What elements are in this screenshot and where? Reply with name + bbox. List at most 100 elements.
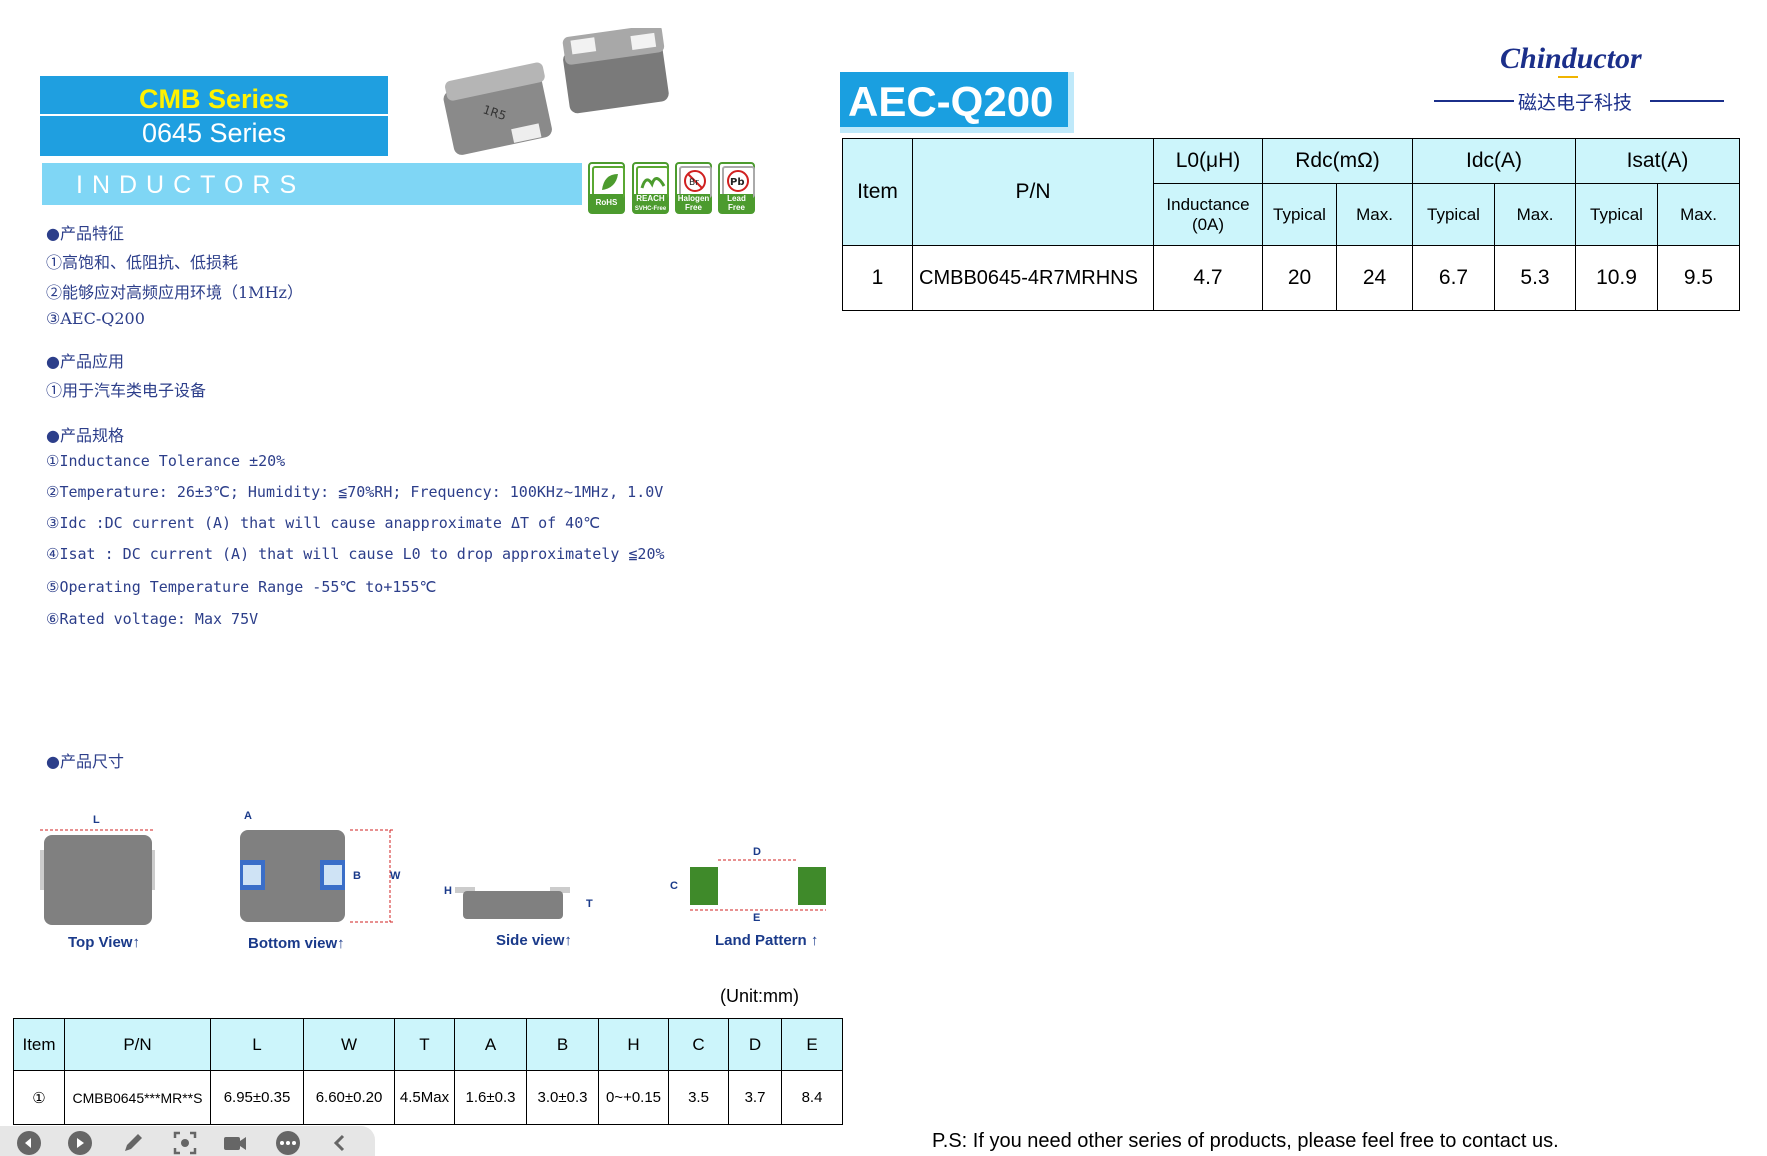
header-idc: Idc(A) — [1412, 138, 1576, 184]
aec-q200-label: AEC-Q200 — [848, 78, 1054, 125]
dim-header: W — [303, 1018, 395, 1071]
dim-header: E — [781, 1018, 843, 1071]
dimension-heading: ●产品尺寸 — [46, 752, 124, 771]
dim-cell: 3.7 — [728, 1070, 782, 1125]
application-heading: ●产品应用 — [46, 352, 124, 371]
subheader-max: Max. — [1657, 183, 1740, 246]
header-pn: P/N — [912, 138, 1154, 246]
dim-label-b: B — [353, 870, 361, 882]
side-view-diagram: H T — [444, 885, 593, 919]
subheader-inductance-unit: (0A) — [1191, 214, 1225, 234]
feature-item: ③AEC-Q200 — [46, 309, 145, 328]
series-banner: CMB Series 0645 Series — [40, 76, 388, 156]
subheader-inductance: Inductance(0A) — [1153, 183, 1263, 246]
svg-text:1R5: 1R5 — [481, 102, 508, 123]
cell-idc-max: 5.3 — [1494, 245, 1576, 311]
subheader-max: Max. — [1336, 183, 1413, 246]
dim-header: Item — [13, 1018, 65, 1071]
lead-label: Lead — [727, 194, 746, 203]
dim-label-w: W — [390, 870, 401, 882]
dim-cell: 4.5Max — [394, 1070, 455, 1125]
dim-cell: 1.6±0.3 — [454, 1070, 527, 1125]
lead-label-2: Free — [728, 203, 745, 212]
previous-icon[interactable] — [16, 1130, 42, 1156]
series-subtitle: 0645 Series — [141, 118, 287, 148]
dim-label-a: A — [244, 810, 252, 822]
subheader-max: Max. — [1494, 183, 1576, 246]
dimension-diagrams: L A B W H T D C E — [40, 810, 826, 925]
subheader-typical: Typical — [1412, 183, 1495, 246]
rohs-badge: RoHS — [588, 162, 625, 214]
dim-label-h: H — [444, 885, 452, 897]
dim-cell: ① — [13, 1070, 65, 1125]
spec-item: ④Isat : DC current (A) that will cause L… — [46, 545, 665, 563]
dim-header: L — [210, 1018, 304, 1071]
play-icon[interactable] — [67, 1130, 93, 1156]
feature-heading: ●产品特征 — [46, 224, 124, 243]
cell-idc-typical: 6.7 — [1412, 245, 1495, 311]
collapse-icon[interactable] — [327, 1130, 353, 1156]
dim-header: C — [668, 1018, 729, 1071]
cell-pn: CMBB0645-4R7MRHNS — [912, 245, 1154, 311]
dim-label-l: L — [93, 814, 100, 826]
cell-isat-typical: 10.9 — [1575, 245, 1658, 311]
dim-cell: 0~+0.15 — [598, 1070, 669, 1125]
land-pattern-diagram: D C E — [670, 846, 826, 924]
spec-item: ①Inductance Tolerance ±20% — [46, 452, 286, 470]
reach-label: REACH — [636, 194, 665, 203]
inductor-spec-table: Item P/N L0(μH) Rdc(mΩ) Idc(A) Isat(A) I… — [842, 138, 1740, 311]
inductors-bar: INDUCTORS — [42, 163, 582, 205]
subheader-typical: Typical — [1262, 183, 1337, 246]
land-pattern-caption: Land Pattern ↑ — [715, 932, 819, 949]
more-icon[interactable] — [275, 1130, 301, 1156]
spec-item: ③Idc :DC current (A) that will cause ana… — [46, 514, 601, 532]
halogen-label: Halogen — [677, 194, 710, 203]
dim-label-e: E — [753, 912, 760, 924]
side-view-caption: Side view↑ — [496, 932, 572, 949]
dim-label-t: T — [586, 898, 593, 910]
cell-rdc-max: 24 — [1336, 245, 1413, 311]
dim-label-c: C — [670, 880, 678, 892]
header-rdc: Rdc(mΩ) — [1262, 138, 1413, 184]
spec-item: ⑤Operating Temperature Range -55℃ to+155… — [46, 578, 437, 596]
header-item: Item — [842, 138, 913, 246]
cell-rdc-typical: 20 — [1262, 245, 1337, 311]
product-photo: 1R5 — [443, 28, 669, 155]
camera-icon[interactable] — [222, 1130, 248, 1156]
cell-item: 1 — [842, 245, 913, 311]
dim-header: D — [728, 1018, 782, 1071]
reach-badge: REACH SVHC-Free — [632, 162, 669, 214]
cell-isat-max: 9.5 — [1657, 245, 1740, 311]
reach-label-2: SVHC-Free — [634, 206, 667, 212]
dim-label-d: D — [753, 846, 761, 858]
spec-item: ⑥Rated voltage: Max 75V — [46, 610, 259, 628]
halogen-label-2: Free — [685, 203, 702, 212]
logo-line-right — [1650, 100, 1724, 102]
inductors-label: INDUCTORS — [76, 171, 306, 199]
unit-label: (Unit:mm) — [720, 986, 799, 1006]
header-isat: Isat(A) — [1575, 138, 1740, 184]
svg-text:Br: Br — [689, 178, 699, 188]
dim-cell: CMBB0645***MR**S — [64, 1070, 211, 1125]
zoom-icon[interactable] — [172, 1130, 198, 1156]
feature-item: ②能够应对高频应用环境（1MHz） — [46, 283, 303, 302]
feature-item: ①高饱和、低阻抗、低损耗 — [46, 253, 239, 272]
application-item: ①用于汽车类电子设备 — [46, 381, 207, 400]
dim-cell: 3.0±0.3 — [526, 1070, 599, 1125]
rohs-label: RoHS — [590, 194, 623, 212]
dim-header: B — [526, 1018, 599, 1071]
ps-note: P.S: If you need other series of product… — [932, 1130, 1559, 1152]
subheader-inductance-label: Inductance — [1166, 194, 1250, 214]
subheader-typical: Typical — [1575, 183, 1658, 246]
series-title: CMB Series — [138, 84, 290, 114]
spec-heading: ●产品规格 — [46, 426, 124, 445]
logo-accent — [1558, 76, 1578, 78]
cell-l0: 4.7 — [1153, 245, 1263, 311]
header-l0: L0(μH) — [1153, 138, 1263, 184]
bottom-view-diagram: A B W — [240, 810, 401, 923]
dim-header: P/N — [64, 1018, 211, 1071]
pen-icon[interactable] — [120, 1130, 146, 1156]
dim-cell: 3.5 — [668, 1070, 729, 1125]
